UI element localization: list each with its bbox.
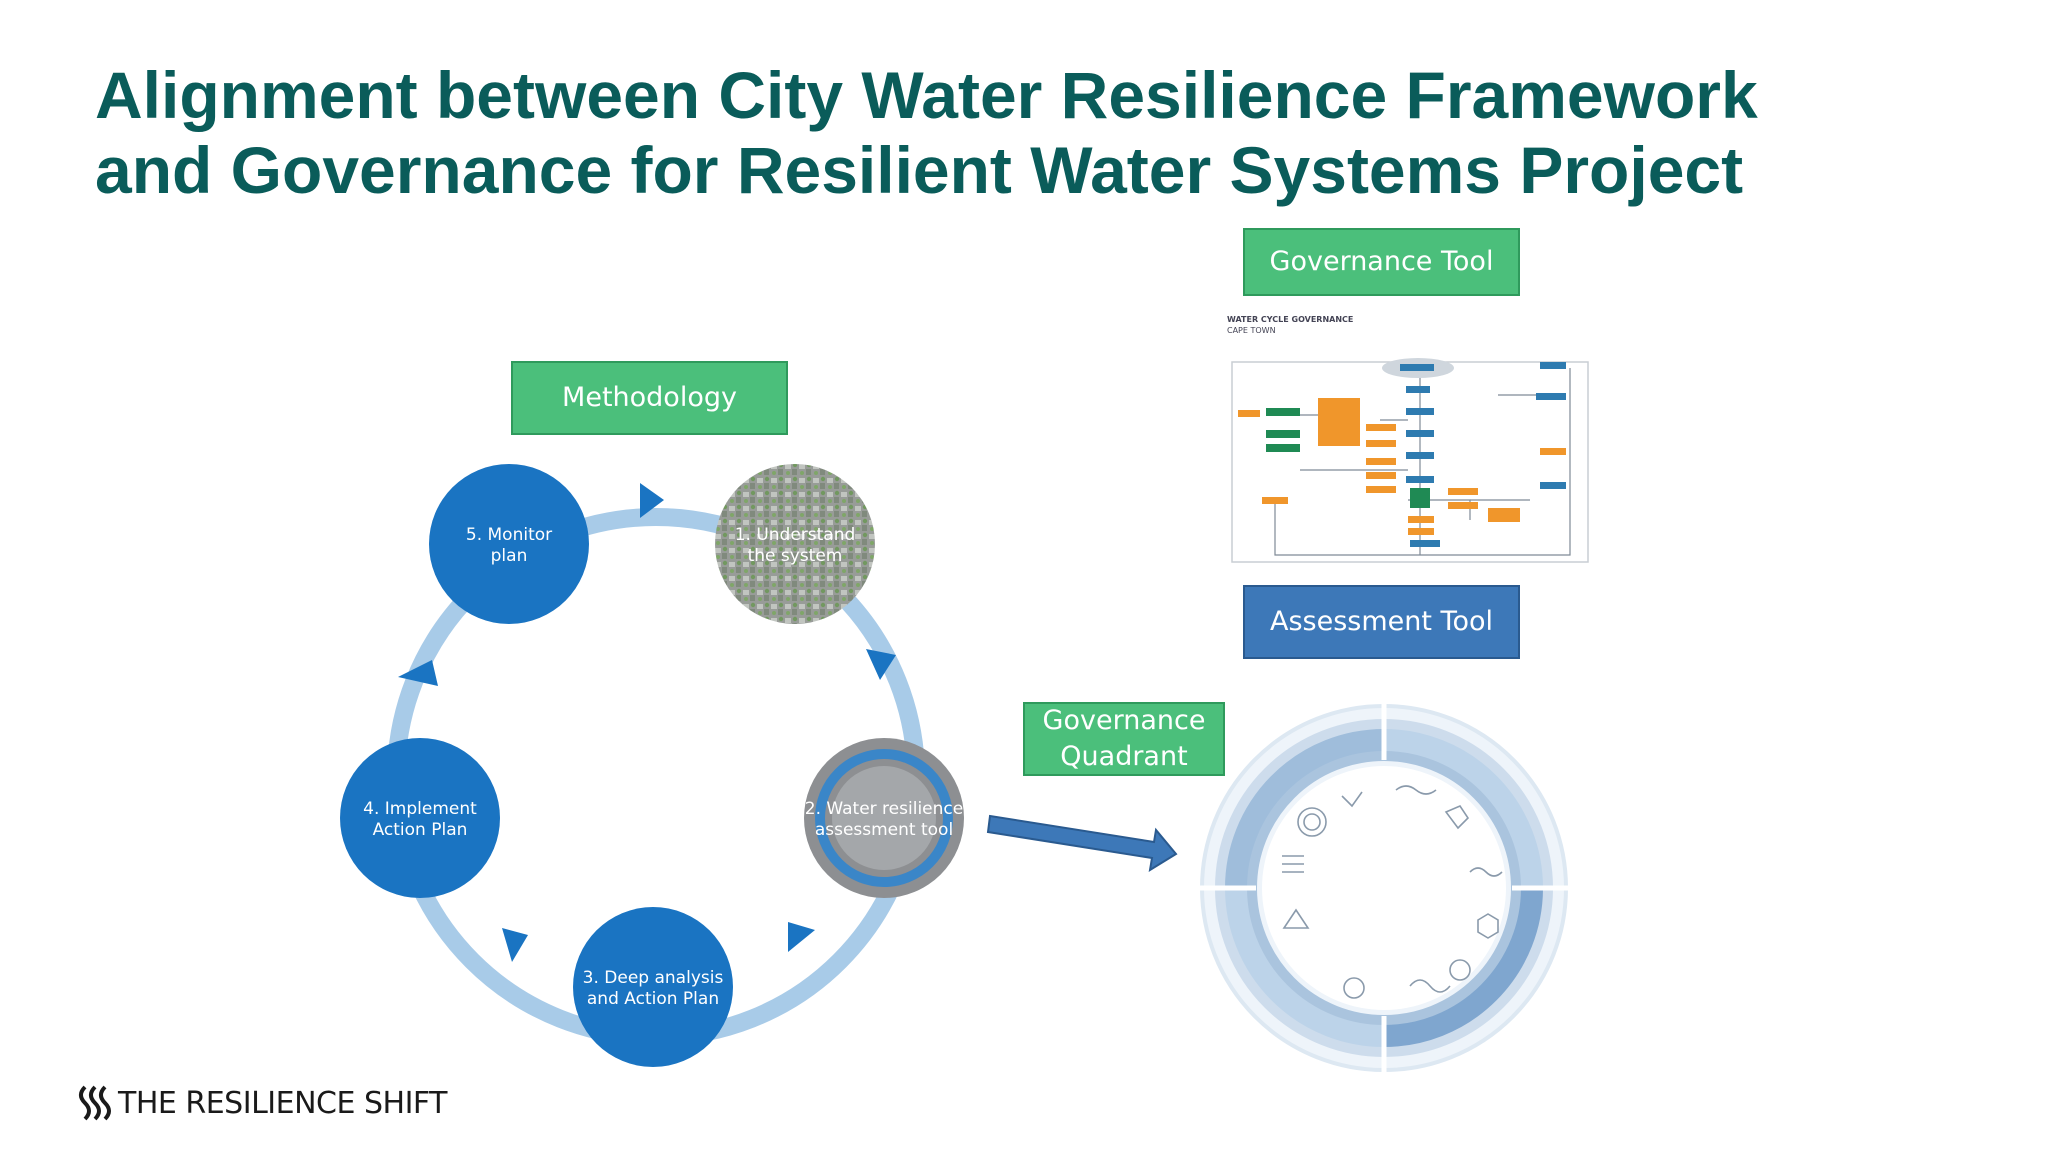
- cycle-arrow-4-to-5: [398, 660, 438, 686]
- cycle-step-3-line-2: and Action Plan: [587, 989, 719, 1009]
- cycle-step-5-line-2: plan: [491, 546, 528, 566]
- governance-map-heading: WATER CYCLE GOVERNANCE: [1227, 315, 1353, 324]
- cycle-arrow-2-to-3: [788, 922, 815, 952]
- governance-map: WATER CYCLE GOVERNANCE CAPE TOWN: [1227, 315, 1589, 563]
- cycle-step-5: 5. Monitor plan: [429, 464, 589, 624]
- slide-title: Alignment between City Water Resilience …: [95, 58, 1995, 208]
- assessment-tool-label: Assessment Tool: [1243, 585, 1520, 659]
- cycle-step-4-line-2: Action Plan: [373, 820, 468, 840]
- connector-arrow: [986, 814, 1178, 873]
- methodology-cycle: 5. Monitor plan 1. Understand the system…: [340, 464, 964, 1067]
- methodology-label: Methodology: [511, 361, 788, 435]
- methodology-label-text: Methodology: [562, 382, 737, 413]
- cycle-step-5-line-1: 5. Monitor: [466, 525, 552, 545]
- cycle-step-1: 1. Understand the system: [715, 464, 875, 624]
- cycle-step-4: 4. Implement Action Plan: [340, 738, 500, 898]
- cycle-arrow-1-to-2: [866, 649, 896, 680]
- governance-tool-label: Governance Tool: [1243, 228, 1520, 296]
- cycle-step-3: 3. Deep analysis and Action Plan: [573, 907, 733, 1067]
- cycle-step-1-line-2: the system: [748, 546, 843, 566]
- cycle-step-1-line-1: 1. Understand: [735, 525, 856, 545]
- brand-name: THE RESILIENCE SHIFT: [118, 1085, 447, 1121]
- governance-map-subheading: CAPE TOWN: [1227, 326, 1276, 335]
- assessment-wheel: [1196, 700, 1572, 1076]
- slide-title-line-2: and Governance for Resilient Water Syste…: [95, 133, 1744, 207]
- brand-logo: THE RESILIENCE SHIFT: [76, 1085, 447, 1121]
- governance-quadrant-label-text: Governance Quadrant: [1042, 705, 1206, 772]
- cycle-step-2-line-2: assessment tool: [815, 820, 953, 840]
- assessment-tool-label-text: Assessment Tool: [1270, 606, 1493, 637]
- governance-tool-label-text: Governance Tool: [1269, 246, 1494, 277]
- governance-quadrant-label: Governance Quadrant: [1023, 702, 1225, 776]
- cycle-step-2-line-1: 2. Water resilience: [805, 799, 963, 819]
- cycle-step-2: 2. Water resilience assessment tool: [804, 738, 964, 898]
- cycle-step-3-line-1: 3. Deep analysis: [583, 968, 724, 988]
- cycle-step-4-line-1: 4. Implement: [363, 799, 477, 819]
- cycle-arrow-5-to-1: [640, 483, 664, 518]
- resilience-shift-icon: [79, 1085, 111, 1121]
- slide-title-line-1: Alignment between City Water Resilience …: [95, 58, 1758, 132]
- cycle-arrow-3-to-4: [502, 928, 528, 962]
